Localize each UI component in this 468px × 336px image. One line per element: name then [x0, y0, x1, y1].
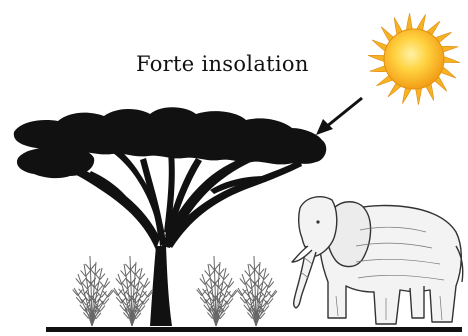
caption-text: Forte insolation [136, 52, 309, 76]
ground-line [46, 327, 462, 332]
grass-tuft [237, 256, 277, 326]
grass-tuft [113, 256, 153, 326]
sun-icon [368, 13, 460, 105]
acacia-tree [14, 107, 326, 326]
grass-tuft [73, 256, 113, 326]
grass-tufts [73, 256, 277, 326]
elephant [292, 197, 463, 324]
grass-tuft [197, 256, 237, 326]
arrow-pointer [316, 98, 362, 135]
